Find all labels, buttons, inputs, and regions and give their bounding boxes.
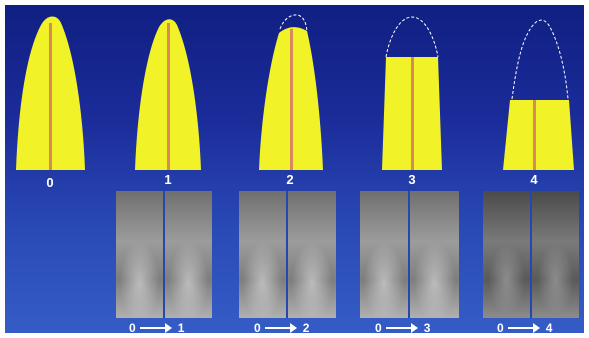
comparison-from: 0 [375, 321, 382, 333]
radiograph-before [116, 191, 163, 318]
radiograph-pair-0-4 [483, 191, 579, 318]
comparison-label: 0 3 [375, 321, 430, 333]
radiograph-after [288, 191, 336, 318]
stage-label: 1 [153, 172, 183, 187]
radiograph-pair-0-3 [360, 191, 459, 318]
tooth-stage-3 [382, 17, 442, 170]
lost-tip-outline [512, 20, 568, 99]
comparison-from: 0 [497, 321, 504, 333]
stage-label: 4 [519, 172, 549, 187]
comparison-to: 3 [424, 321, 431, 333]
radiograph-after [165, 191, 212, 318]
comparison-to: 2 [303, 321, 310, 333]
comparison-from: 0 [254, 321, 261, 333]
tooth-stage-0 [16, 16, 85, 170]
arrow-right-icon [386, 327, 416, 329]
comparison-label: 0 2 [254, 321, 309, 333]
stage-label: 0 [35, 175, 65, 190]
stage-label: 2 [275, 172, 305, 187]
radiograph-before [239, 191, 286, 318]
radiograph-pair-0-1 [116, 191, 212, 318]
comparison-to: 4 [546, 321, 553, 333]
arrow-right-icon [140, 327, 170, 329]
arrow-right-icon [508, 327, 538, 329]
radiograph-after [410, 191, 459, 318]
root-canal [533, 100, 536, 170]
radiograph-before [483, 191, 530, 318]
tooth-stage-4 [503, 20, 574, 170]
root-canal [49, 23, 52, 170]
comparison-label: 0 1 [129, 321, 184, 333]
comparison-to: 1 [178, 321, 185, 333]
lost-tip-outline [386, 17, 438, 57]
tooth-stage-1 [135, 19, 201, 170]
root-canal [167, 23, 170, 170]
tooth-crown [503, 100, 574, 170]
radiograph-pair-0-2 [239, 191, 336, 318]
comparison-from: 0 [129, 321, 136, 333]
figure-panel: 0 1 2 3 4 0 1 0 2 0 3 0 4 [5, 5, 584, 333]
root-canal [411, 57, 414, 170]
root-canal [290, 29, 293, 170]
radiograph-before [360, 191, 408, 318]
tooth-stage-2 [259, 15, 323, 170]
radiograph-after [532, 191, 579, 318]
stage-label: 3 [397, 172, 427, 187]
arrow-right-icon [265, 327, 295, 329]
comparison-label: 0 4 [497, 321, 552, 333]
